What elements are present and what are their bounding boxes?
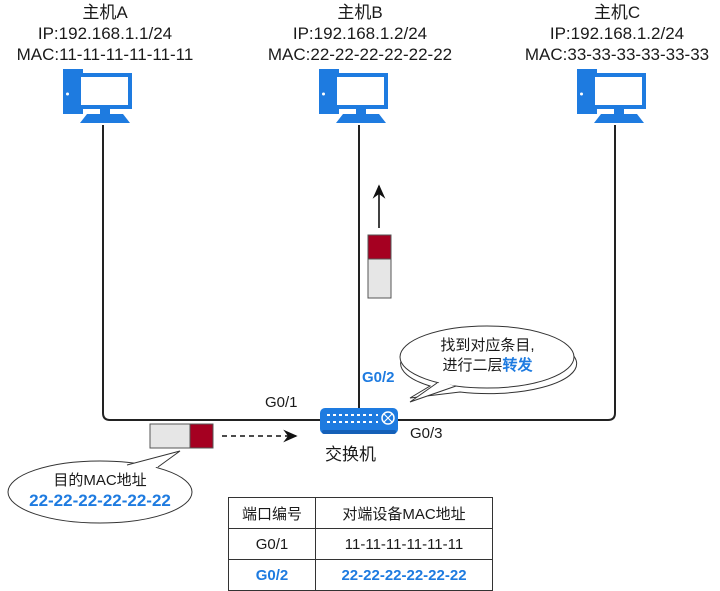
host-b-mac: MAC:22-22-22-22-22-22 bbox=[267, 45, 453, 64]
switch-label: 交换机 bbox=[325, 445, 376, 464]
callout-frame-text: 目的MAC地址 22-22-22-22-22-22 bbox=[8, 471, 192, 511]
host-c-label: 主机C IP:192.168.1.2/24 MAC:33-33-33-33-33… bbox=[497, 2, 720, 65]
computer-icon[interactable] bbox=[319, 69, 389, 124]
table-header-row: 端口编号 对端设备MAC地址 bbox=[228, 497, 493, 529]
host-a-mac: MAC:11-11-11-11-11-11 bbox=[16, 45, 194, 64]
port-g01-label: G0/1 bbox=[265, 394, 298, 411]
host-a-name: 主机A bbox=[82, 3, 128, 22]
host-b-name: 主机B bbox=[337, 3, 383, 22]
table-cell-mac: 22-22-22-22-22-22 bbox=[315, 559, 493, 591]
host-c-name: 主机C bbox=[593, 3, 641, 22]
host-b-label: 主机B IP:192.168.1.2/24 MAC:22-22-22-22-22… bbox=[240, 2, 480, 65]
callout-switch-text: 找到对应条目, 进行二层转发 bbox=[410, 336, 565, 376]
host-a-ip: IP:192.168.1.1/24 bbox=[37, 24, 173, 43]
table-cell-port: G0/1 bbox=[228, 528, 316, 560]
switch-icon bbox=[320, 408, 398, 434]
frame-to-switch bbox=[149, 423, 214, 449]
link-host-a bbox=[102, 125, 322, 421]
table-row-highlight: G0/2 22-22-22-22-22-22 bbox=[228, 559, 493, 591]
host-c-mac: MAC:33-33-33-33-33-33 bbox=[524, 45, 710, 64]
table-header-mac: 对端设备MAC地址 bbox=[315, 497, 493, 529]
callout-switch-highlight: 转发 bbox=[502, 357, 533, 374]
callout-switch-line1: 找到对应条目, bbox=[440, 337, 535, 354]
frame-forwarded bbox=[367, 234, 392, 299]
host-c-ip: IP:192.168.1.2/24 bbox=[549, 24, 685, 43]
port-g03-label: G0/3 bbox=[410, 425, 443, 442]
callout-frame-bubble bbox=[7, 460, 193, 524]
callout-switch-line2: 进行二层转发 bbox=[410, 356, 565, 376]
callout-frame-line1: 目的MAC地址 bbox=[53, 472, 147, 489]
table-cell-mac: 11-11-11-11-11-11 bbox=[315, 528, 493, 560]
table-row: G0/1 11-11-11-11-11-11 bbox=[228, 528, 493, 560]
host-a-label: 主机A IP:192.168.1.1/24 MAC:11-11-11-11-11… bbox=[0, 2, 225, 65]
host-b-ip: IP:192.168.1.2/24 bbox=[292, 24, 428, 43]
callout-switch-line2-prefix: 进行二层 bbox=[442, 357, 503, 374]
callout-frame-line2: 22-22-22-22-22-22 bbox=[29, 491, 171, 510]
computer-icon[interactable] bbox=[63, 69, 133, 124]
table-cell-port: G0/2 bbox=[228, 559, 316, 591]
link-host-c bbox=[398, 125, 616, 421]
port-g02-label: G0/2 bbox=[362, 369, 395, 386]
table-header-port: 端口编号 bbox=[228, 497, 316, 529]
mac-address-table: 端口编号 对端设备MAC地址 G0/1 11-11-11-11-11-11 G0… bbox=[228, 497, 493, 591]
computer-icon[interactable] bbox=[577, 69, 647, 124]
